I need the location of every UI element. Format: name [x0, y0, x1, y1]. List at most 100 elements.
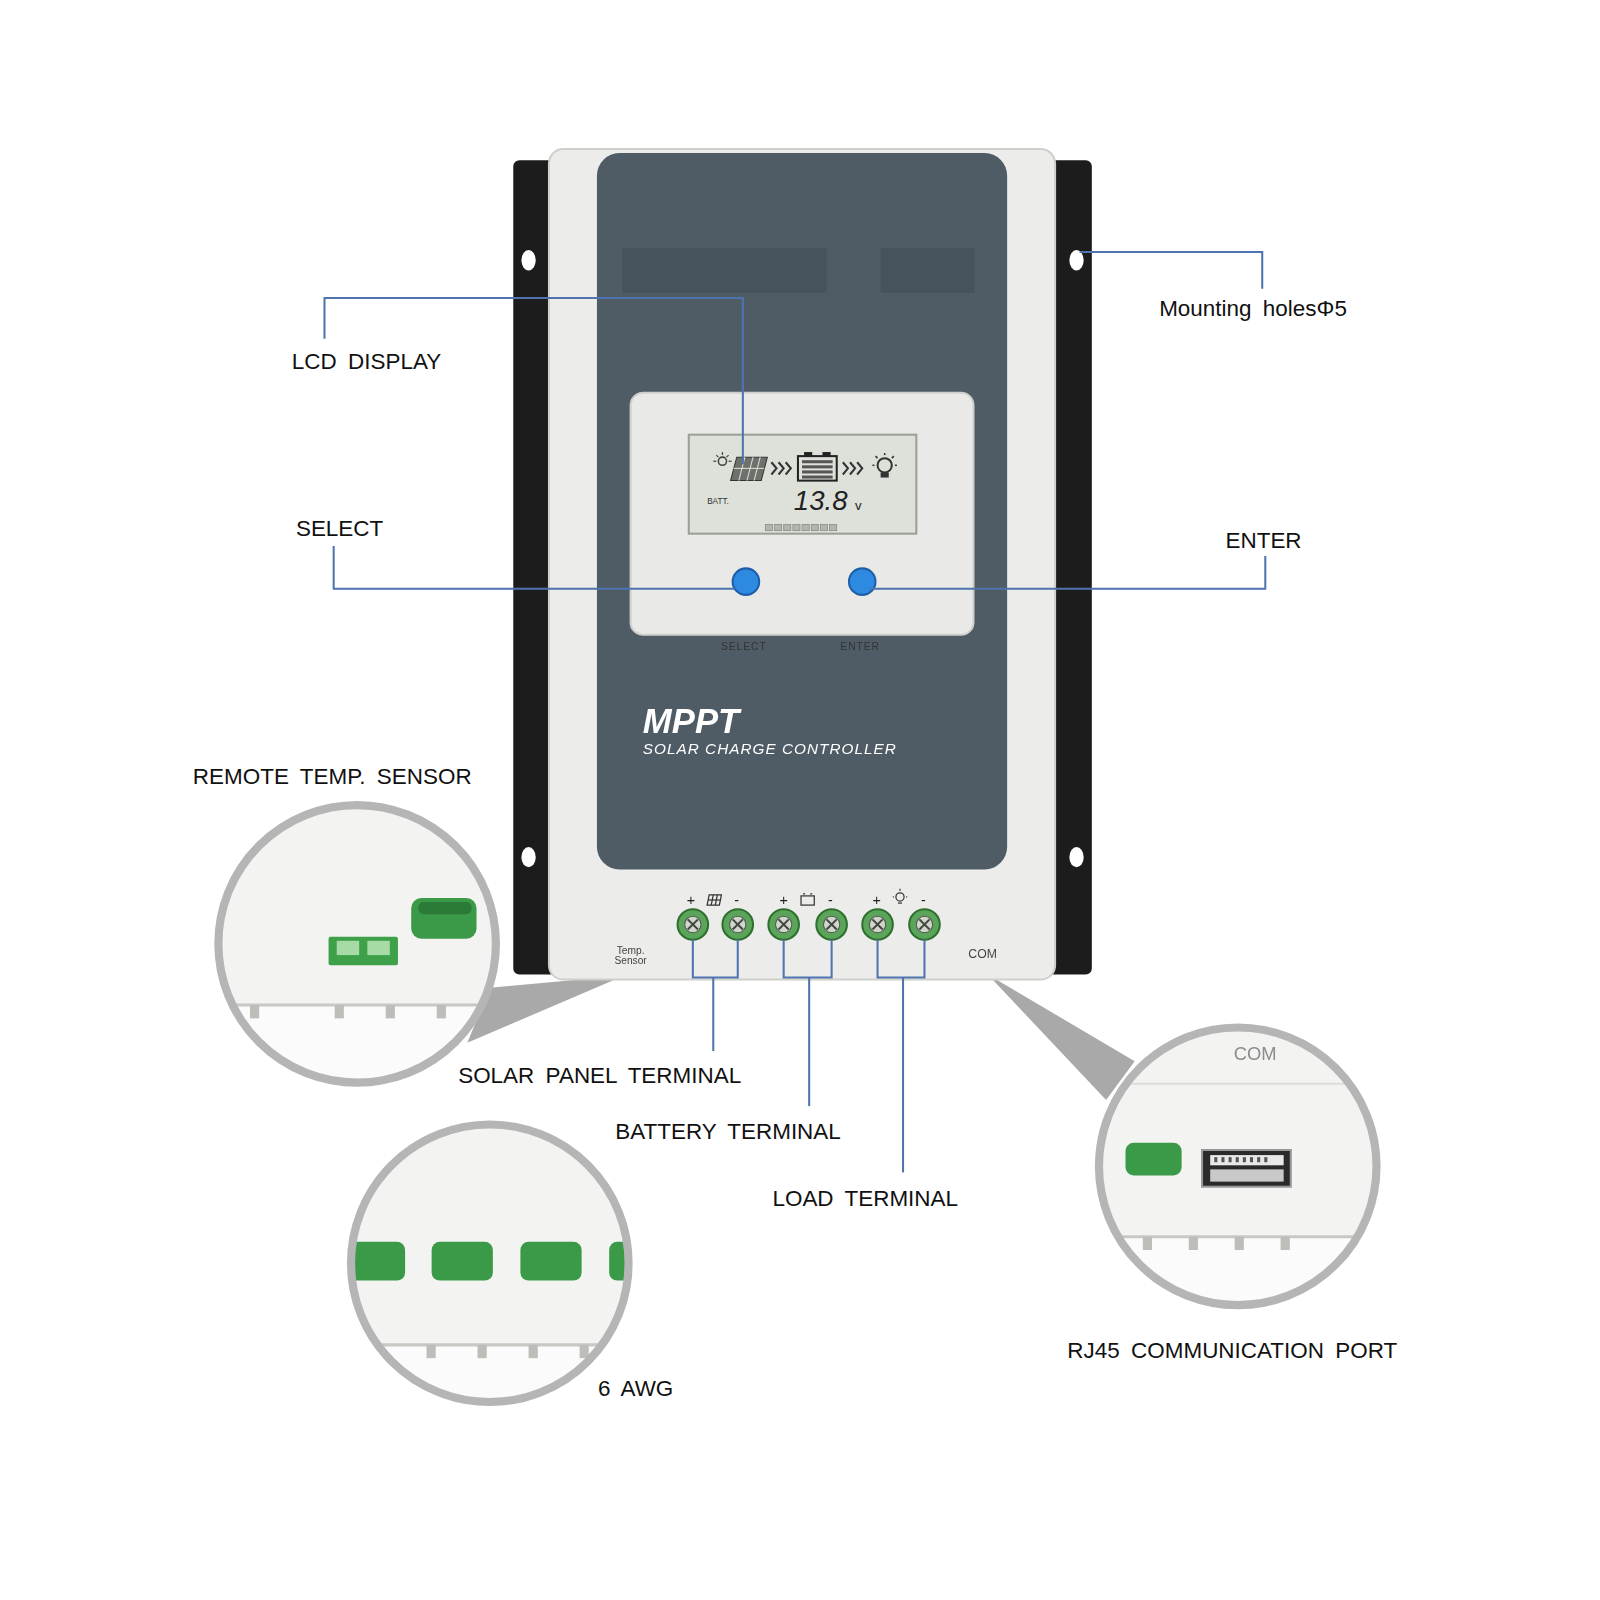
screw-terminal: [722, 909, 753, 940]
zoom-circle: [335, 1005, 344, 1018]
lcd-display: [765, 524, 836, 530]
polarity-mark: +: [780, 892, 788, 908]
screw-terminal: [776, 916, 792, 932]
lcd-display: [895, 465, 897, 467]
callout-label: BATTERY TERMINAL: [612, 1118, 844, 1144]
lcd-display: [716, 455, 718, 457]
zoom-circle: [1214, 1157, 1267, 1162]
lcd-display: [689, 435, 917, 534]
leader-line: [878, 940, 925, 978]
zoom-circle: [1210, 1155, 1283, 1165]
zoom-circle: [1202, 1150, 1291, 1187]
callout-label: REMOTE TEMP. SENSOR: [190, 763, 475, 789]
lcd-display: [881, 472, 889, 477]
polarity-mark: +: [872, 892, 880, 908]
push-button: [849, 568, 876, 595]
lcd-display: [734, 468, 765, 469]
lcd-display: [876, 456, 878, 458]
lcd-display: [713, 461, 716, 462]
lcd-display: [802, 524, 809, 530]
zoom-circle: [204, 796, 510, 1107]
screw-terminal: [823, 916, 839, 932]
screw-terminal: [862, 909, 893, 940]
brand-text: MPPT: [643, 701, 739, 741]
terminal-icon: [893, 896, 894, 897]
lcd-display: [884, 453, 886, 455]
zoom-circle: [1214, 1157, 1217, 1162]
screw-terminal: [816, 909, 847, 940]
lcd-display: [802, 470, 833, 473]
lcd-display: [718, 457, 726, 465]
zoom-circle: [1281, 1237, 1290, 1250]
leader-line: [902, 978, 904, 1173]
zoom-circle: [1189, 1237, 1198, 1250]
controller-housing: [549, 149, 1055, 980]
lcd-display: [771, 462, 776, 474]
zoom-circle: [337, 941, 359, 955]
zoom-circle: [1143, 1237, 1290, 1250]
screw-terminal: [733, 919, 743, 929]
screw-terminal: [779, 919, 789, 929]
screw-terminal: [768, 909, 799, 940]
lcd-display: [731, 457, 768, 480]
lcd-display: [843, 462, 848, 474]
zoom-circle: [218, 805, 496, 1083]
zoom-circle: [1250, 1157, 1253, 1162]
screw-terminal: [722, 909, 753, 940]
lcd-text: BATT.: [707, 496, 729, 505]
lcd-display: [872, 453, 896, 465]
polarity-mark: -: [921, 892, 926, 908]
port-label: COM: [1234, 1043, 1277, 1064]
port-label: Temp. Sensor: [607, 945, 654, 966]
lcd-display: [822, 452, 830, 456]
screw-terminal: [678, 909, 940, 940]
zoom-circle: [418, 902, 471, 914]
zoom-circle: [1092, 1020, 1398, 1338]
lcd-display: [631, 393, 974, 635]
terminal-icon: [896, 893, 904, 901]
screw-terminal: [909, 909, 940, 940]
zoom-circle: [427, 1345, 436, 1358]
lcd-display: [802, 460, 833, 463]
terminal-icon: [810, 893, 812, 894]
lcd-display: [798, 456, 837, 480]
callout-label: 6 AWG: [595, 1375, 677, 1401]
screw-terminal: [678, 909, 709, 940]
zoom-circle: [250, 1005, 259, 1018]
lcd-display: [784, 524, 791, 530]
screw-terminal: [919, 919, 929, 929]
zoom-circle: [520, 1242, 581, 1281]
lcd-display: [811, 524, 818, 530]
terminal-icon: [708, 899, 720, 900]
zoom-circle: [427, 1345, 589, 1358]
screw-terminal: [733, 919, 743, 929]
screw-terminal: [827, 919, 837, 929]
leader-line: [324, 298, 742, 464]
button-label: SELECT: [721, 641, 767, 653]
lcd-display: [802, 460, 833, 478]
zoom-circle: [1143, 1237, 1152, 1250]
leader-line: [712, 978, 714, 1051]
screw-terminal: [678, 909, 709, 940]
zoom-circle: [478, 1345, 487, 1358]
lcd-display: [734, 457, 765, 480]
terminal-icon: [801, 896, 814, 905]
lcd-display: [830, 524, 837, 530]
callout-label: LCD DISPLAY: [289, 348, 445, 374]
zoom-circle: [329, 937, 398, 966]
controller-housing: [881, 248, 975, 293]
lcd-display: [713, 452, 731, 461]
zoom-circle: [1243, 1157, 1246, 1162]
zoom-wedge: [988, 974, 1135, 1100]
callout-label: LOAD TERMINAL: [769, 1185, 961, 1211]
zoom-circle: [1235, 1237, 1244, 1250]
screw-terminal: [685, 916, 701, 932]
push-button: [733, 568, 760, 595]
lcd-display: [779, 462, 784, 474]
terminal-icon: [906, 896, 907, 897]
zoom-circle: [1126, 1143, 1182, 1176]
screw-terminal: [919, 919, 929, 929]
button-label: ENTER: [840, 641, 880, 653]
callout-label: RJ45 COMMUNICATION PORT: [1064, 1337, 1400, 1363]
screw-terminal: [688, 919, 698, 929]
